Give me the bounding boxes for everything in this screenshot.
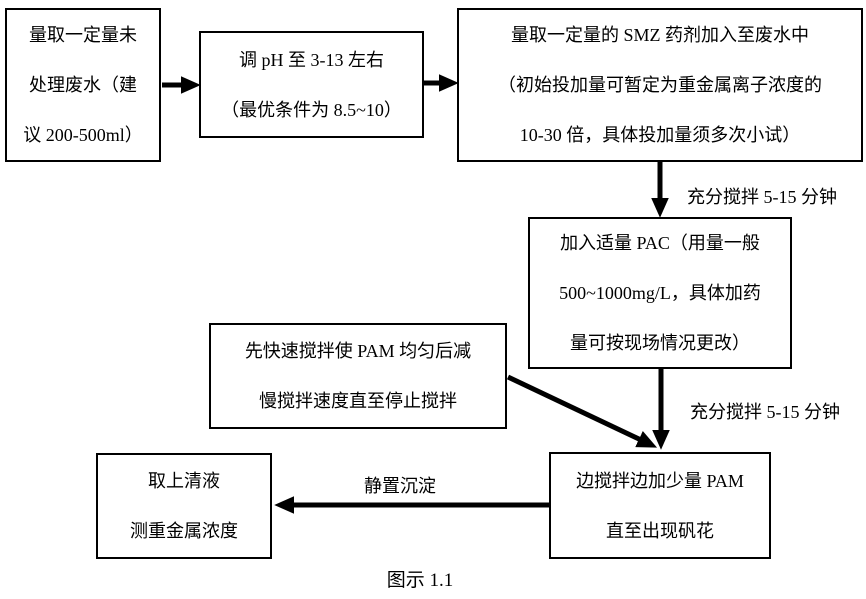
flow-box-text: 量取一定量未 [29,25,137,45]
edge-label-stir-2: 充分搅拌 5-15 分钟 [690,402,840,422]
flow-box-adjust-ph: 调 pH 至 3-13 左右 （最优条件为 8.5~10） [199,31,424,138]
edge-label-stir-1: 充分搅拌 5-15 分钟 [687,187,837,207]
flow-box-add-pam: 边搅拌边加少量 PAM 直至出现矾花 [549,452,771,559]
flow-box-text: 处理废水（建 [29,75,137,95]
flow-box-text: （最优条件为 8.5~10） [221,99,402,120]
flow-box-text: 调 pH 至 3-13 左右 [239,49,384,70]
flow-box-text: 议 200-500ml） [23,125,143,145]
flow-box-text: 加入适量 PAC（用量一般 [560,233,760,253]
flow-box-text: 边搅拌边加少量 PAM [576,470,744,491]
flow-box-text: 测重金属浓度 [130,521,238,541]
flow-box-text: 量取一定量的 SMZ 药剂加入至废水中 [510,25,809,45]
flow-box-text: 取上清液 [148,471,220,491]
flow-box-text: 500~1000mg/L，具体加药 [559,283,761,303]
flow-box-text: 先快速搅拌使 PAM 均匀后减 [244,341,472,361]
flow-box-add-pac: 加入适量 PAC（用量一般 500~1000mg/L，具体加药 量可按现场情况更… [528,217,792,369]
flow-box-take-supernatant: 取上清液 测重金属浓度 [96,453,272,559]
figure-caption: 图示 1.1 [386,570,454,591]
flow-box-pam-stirring-instruction: 先快速搅拌使 PAM 均匀后减 慢搅拌速度直至停止搅拌 [209,323,507,429]
flow-box-measure-wastewater: 量取一定量未 处理废水（建 议 200-500ml） [5,8,161,162]
edge-label-settle: 静置沉淀 [364,476,436,496]
flow-box-text: 10-30 倍，具体投加量须多次小试） [519,125,801,145]
flow-box-add-smz: 量取一定量的 SMZ 药剂加入至废水中 （初始投加量可暂定为重金属离子浓度的 1… [457,8,863,162]
flow-box-text: 慢搅拌速度直至停止搅拌 [259,391,457,411]
flow-box-text: （初始投加量可暂定为重金属离子浓度的 [498,75,822,95]
flow-box-text: 量可按现场情况更改） [570,333,750,353]
arrow-stir-instruction-to-pam [506,374,658,448]
flow-box-text: 直至出现矾花 [606,520,714,541]
